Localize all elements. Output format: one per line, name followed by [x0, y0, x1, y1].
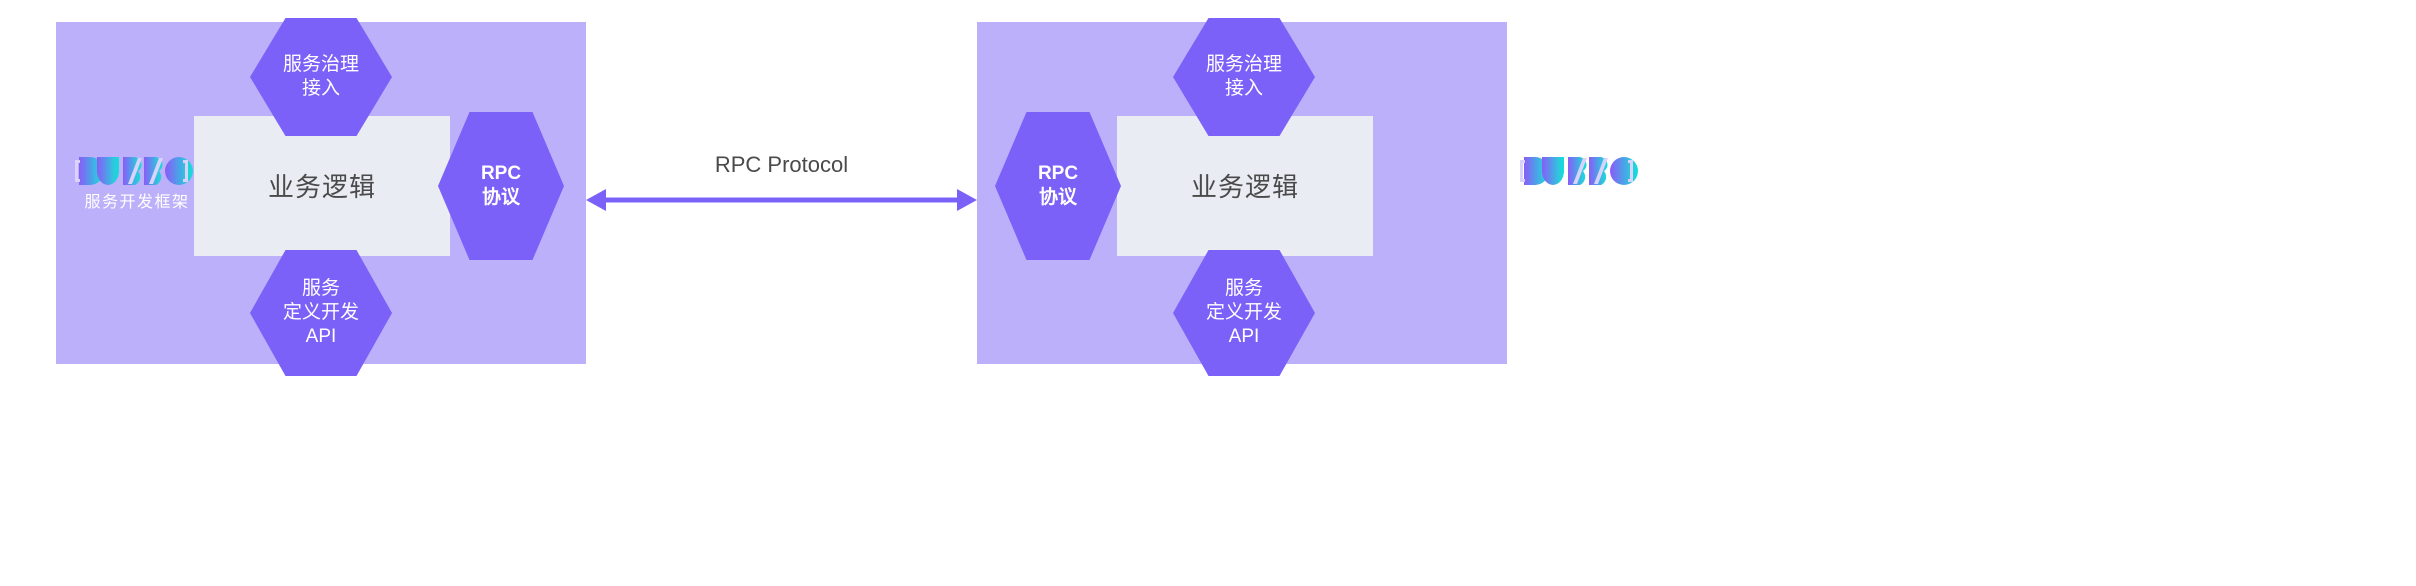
panel-consumer: 服务开发框架 业务逻辑 服务治理 接入 RPC 协议 服务 定义开发 API	[56, 18, 586, 376]
business-logic-plate-left	[194, 116, 450, 256]
dubbo-logo-right: 服务开发框架	[1507, 154, 1657, 211]
dubbo-wordmark-icon	[62, 154, 212, 188]
business-logic-plate-right	[1117, 116, 1373, 256]
hex-service-definition-api-right[interactable]: 服务 定义开发 API	[1173, 250, 1315, 376]
hex-rpc-protocol-left[interactable]: RPC 协议	[438, 112, 564, 260]
business-logic-label-left: 业务逻辑	[267, 172, 376, 202]
dubbo-subtitle-right: 服务开发框架	[1529, 194, 1635, 211]
hex-label: 服务治理 接入	[282, 53, 359, 99]
hex-label: 服务 定义开发 API	[1205, 277, 1282, 348]
dubbo-logo-left: 服务开发框架	[62, 154, 212, 211]
hex-rpc-protocol-right[interactable]: RPC 协议	[995, 112, 1121, 260]
panel-provider: 服务开发框架 业务逻辑 服务治理 接入 RPC 协议 服务 定义开发 API	[977, 18, 1638, 376]
rpc-protocol-label: RPC Protocol	[714, 152, 849, 177]
double-headed-arrow-icon	[586, 186, 977, 214]
hex-label: 服务治理 接入	[1205, 53, 1282, 99]
hex-label: RPC 协议	[480, 162, 522, 208]
hex-service-definition-api-left[interactable]: 服务 定义开发 API	[250, 250, 392, 376]
dubbo-subtitle-left: 服务开发框架	[84, 194, 190, 211]
hex-label: 服务 定义开发 API	[282, 277, 359, 348]
business-logic-label-right: 业务逻辑	[1190, 172, 1299, 202]
dubbo-wordmark-icon	[1507, 154, 1657, 188]
rpc-protocol-link: RPC Protocol	[586, 140, 977, 250]
hex-label: RPC 协议	[1037, 162, 1079, 208]
